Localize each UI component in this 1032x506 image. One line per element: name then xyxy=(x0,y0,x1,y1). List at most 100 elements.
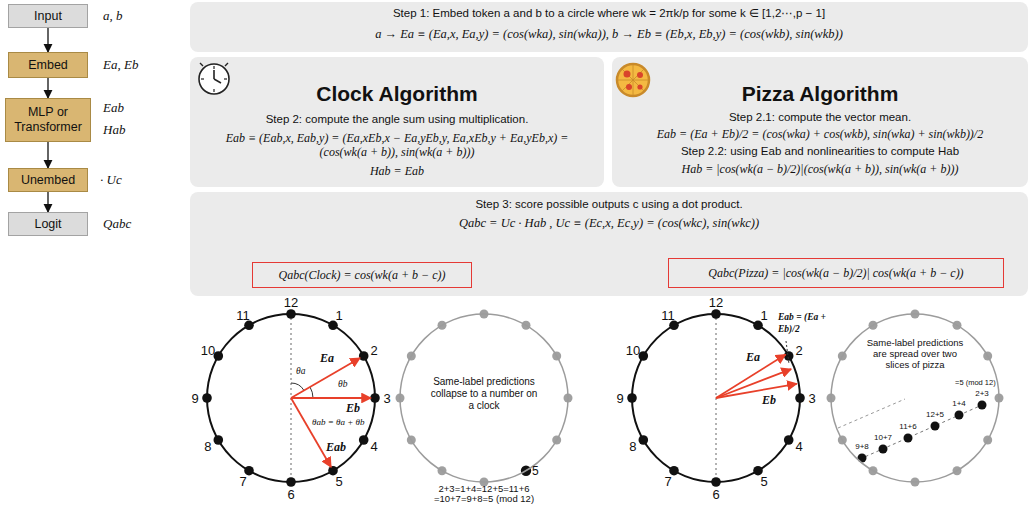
clock-number: 2 xyxy=(795,344,802,357)
clock-dot xyxy=(753,321,763,331)
clock-number: 6 xyxy=(712,488,719,501)
prediction-dot xyxy=(978,401,987,410)
dot-label: 11+6 xyxy=(899,423,916,431)
clock-number: 1 xyxy=(760,308,767,321)
step-panel: Step 1: Embed token a and b to a circle … xyxy=(190,2,1028,52)
node-text: a → Ea ≡ (Ea,x, Ea,y) = (cos(wka), sin(w… xyxy=(200,27,1018,42)
dot-label: 10+7 xyxy=(874,434,892,442)
clock-dot xyxy=(639,435,649,445)
clock-number: 12 xyxy=(709,296,723,309)
node-text: Qabc = Uc · Hab , Uc ≡ (Ec,x, Ec,y) = (c… xyxy=(200,216,1018,231)
clock-number: 7 xyxy=(664,475,671,488)
node-text: Step 3: score possible outputs c using a… xyxy=(200,198,1018,212)
clock-number: 4 xyxy=(795,440,802,453)
prediction-circle: Same-label predictions collapse to a num… xyxy=(400,314,568,482)
clock-dot xyxy=(359,351,369,361)
angle-label: θa xyxy=(296,366,305,377)
signal-label: · Uc xyxy=(100,172,122,188)
signal-label: a, b xyxy=(103,8,123,24)
clock-figure xyxy=(202,309,380,487)
clock-dot xyxy=(669,321,679,331)
node-text: Step 2.1: compute the vector mean. xyxy=(622,111,1018,125)
signal-label: Eab xyxy=(103,100,124,116)
angle-arc xyxy=(310,387,313,398)
equation-note: 2+3=1+4=12+5=11+6 =10+7=9+8=5 (mod 12) xyxy=(419,484,549,505)
node-text: Unembed xyxy=(21,173,75,188)
dot-label: 1+4 xyxy=(952,400,966,408)
node-text: Embed xyxy=(28,58,68,73)
clock-number: 8 xyxy=(204,440,211,453)
vector-arrow xyxy=(291,397,371,399)
clock-number: 10 xyxy=(626,344,640,357)
node-text: Eab = (Ea + Eb)/2 = (cos(wka) + cos(wkb)… xyxy=(622,127,1018,141)
clock-dot xyxy=(711,477,721,487)
process-box: Logit xyxy=(8,212,88,236)
clock-collapse-figure xyxy=(396,310,573,487)
dot-label: 9+8 xyxy=(855,443,869,451)
clock-dot xyxy=(711,309,721,319)
clock-number: 8 xyxy=(629,440,636,453)
node-text: Step 1: Embed token a and b to a circle … xyxy=(200,7,1018,21)
prediction-dot xyxy=(879,445,888,454)
clock-dot xyxy=(244,321,254,331)
process-box: Unembed xyxy=(8,168,88,192)
node-text: Qabc(Clock) = cos(wk(a + b − c)) xyxy=(279,268,446,282)
node-text: Step 2: compute the angle sum using mult… xyxy=(200,113,594,127)
process-box: Embed xyxy=(8,52,88,78)
flow-arrow xyxy=(47,78,48,98)
flow-arrow xyxy=(47,28,48,52)
vector-arrow xyxy=(716,384,797,398)
node-text: Same-label predictions are spread over t… xyxy=(865,338,965,371)
algorithm-panel: Clock AlgorithmStep 2: compute the angle… xyxy=(190,57,604,187)
process-box: MLP or Transformer xyxy=(5,98,91,142)
clock-dot xyxy=(286,477,296,487)
vector-label: Eab = (Ea + Eb)/2 xyxy=(778,312,844,336)
prediction-dot xyxy=(955,411,964,420)
result-box: Qabc(Pizza) = |cos(wk(a − b)/2)| cos(wk(… xyxy=(668,258,1004,288)
clock-number: 6 xyxy=(287,488,294,501)
clock-dot xyxy=(784,435,794,445)
dashed-line xyxy=(838,399,905,428)
clock-dot xyxy=(202,393,212,403)
prediction-dot xyxy=(931,422,940,431)
circle-outline xyxy=(831,314,999,482)
vector-label: Ea xyxy=(746,350,760,364)
clock-dot xyxy=(784,351,794,361)
vector-arrow xyxy=(291,398,331,467)
algorithm-panel: Pizza AlgorithmStep 2.1: compute the vec… xyxy=(612,57,1028,187)
signal-label: Ea, Eb xyxy=(103,57,138,73)
pizza-spread-figure xyxy=(827,310,1004,487)
clock-number: 5 xyxy=(760,475,767,488)
vector-label: Eab xyxy=(326,440,346,454)
node-text: Logit xyxy=(34,217,61,232)
circle-outline xyxy=(400,314,568,482)
flow-arrow xyxy=(47,192,48,212)
clock-dot xyxy=(214,435,224,445)
result-box: Qabc(Clock) = cos(wk(a + b − c)) xyxy=(252,262,472,288)
node-text: Qabc(Pizza) = |cos(wk(a − b)/2)| cos(wk(… xyxy=(708,266,963,280)
clock-number: 9 xyxy=(191,392,198,405)
angle-arc xyxy=(291,383,304,391)
node-text: Step 2.2: using Eab and nonlinearities t… xyxy=(622,145,1018,159)
panel-title: Clock Algorithm xyxy=(235,81,559,106)
flow-arrow xyxy=(47,142,48,168)
vector-label: Eb xyxy=(346,401,360,415)
angle-label: θab = θa + θb xyxy=(312,417,364,428)
clock-circle xyxy=(632,314,800,482)
vector-arrow xyxy=(716,369,791,398)
angle-label: θb xyxy=(338,379,347,390)
clock-dot xyxy=(286,309,296,319)
clock-number: 3 xyxy=(383,392,390,405)
panel-title: Pizza Algorithm xyxy=(657,81,983,106)
clock-number: 11 xyxy=(236,308,250,321)
node-text: MLP or Transformer xyxy=(10,105,86,135)
pizza-figure xyxy=(627,309,805,487)
result-number: 5 xyxy=(532,464,539,478)
clock-number: 3 xyxy=(808,392,815,405)
leader-line xyxy=(786,341,789,364)
clock-number: 9 xyxy=(616,392,623,405)
clock-dot xyxy=(359,435,369,445)
clock-number: 1 xyxy=(335,308,342,321)
node-text: Hab = Eab xyxy=(200,164,594,178)
